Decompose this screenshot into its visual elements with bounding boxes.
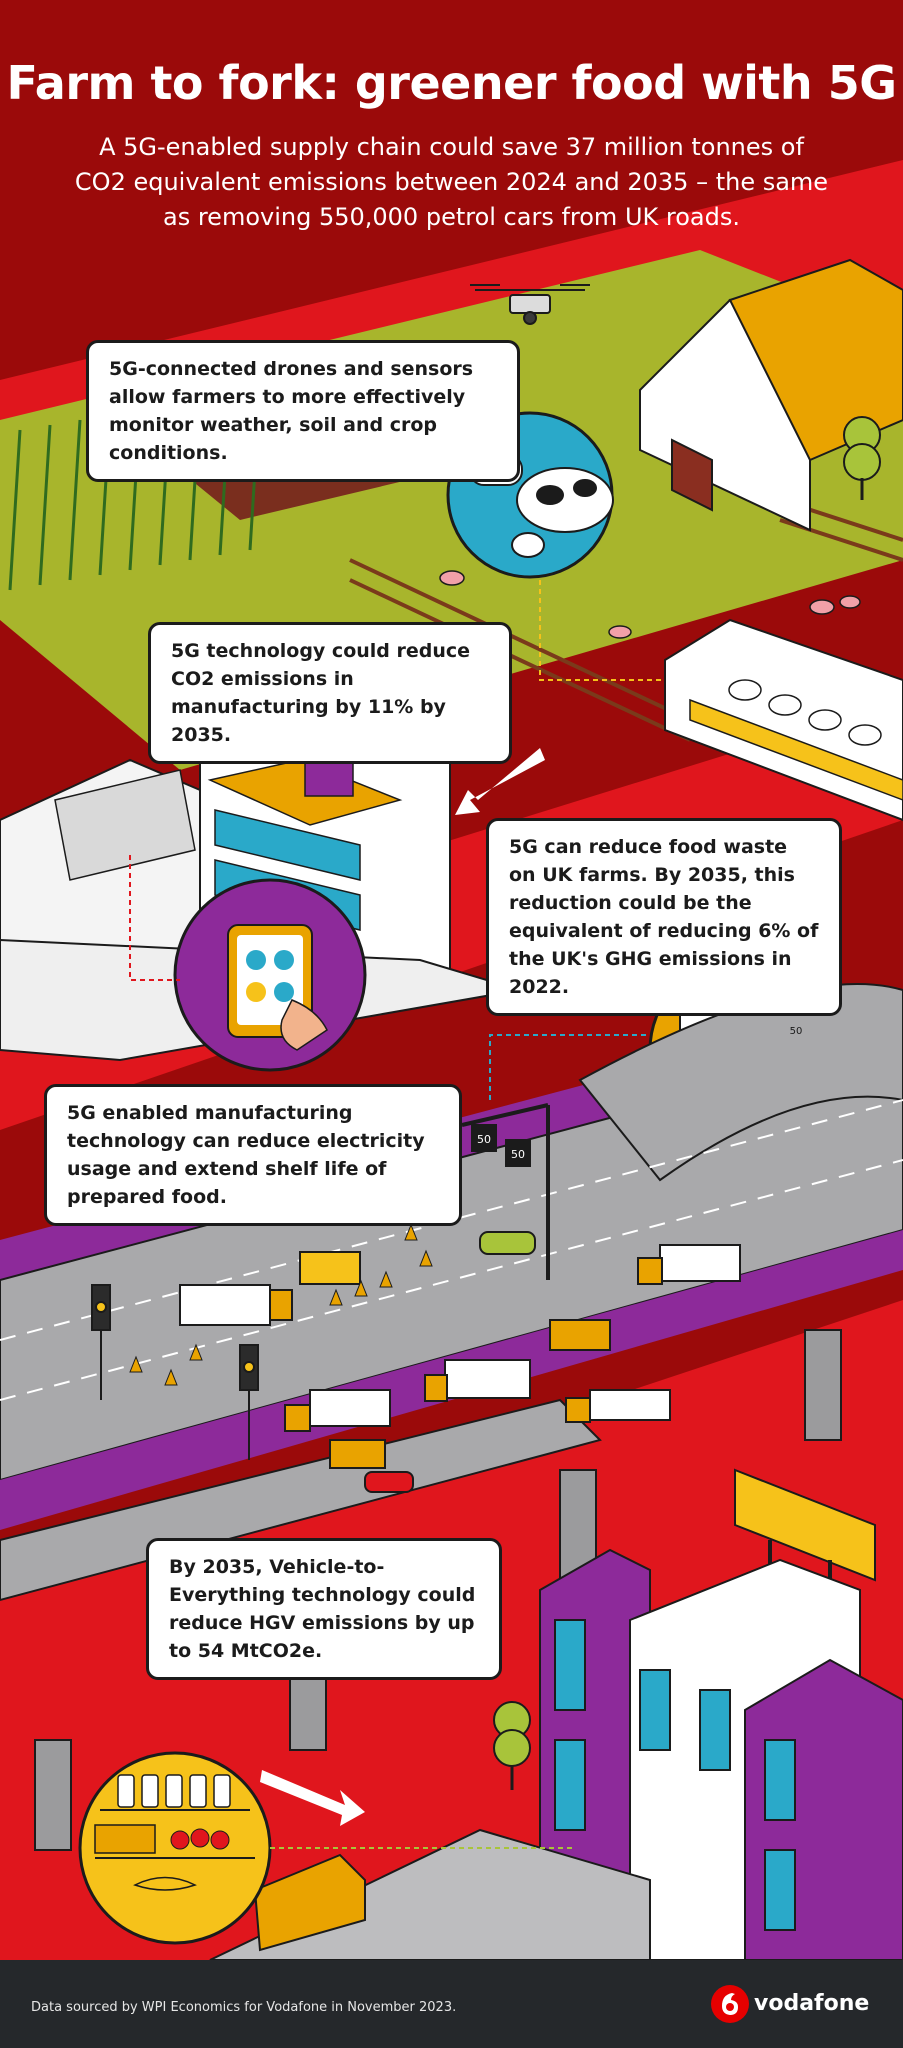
control-screen-speed: 50 [790,1026,803,1037]
barn [639,258,903,532]
speed-sign-2: 50 [511,1148,525,1161]
shelter [253,1853,366,1952]
footer: Data sourced by WPI Economics for Vodafo… [0,1960,903,2048]
data-source-note: Data sourced by WPI Economics for Vodafo… [31,2000,457,2015]
callout-food-waste: 5G can reduce food waste on UK farms. By… [486,818,842,1016]
traffic-lights [91,1284,259,1460]
pigs [439,570,861,639]
city-buildings [539,1548,903,1961]
callout-manufacturing-co2: 5G technology could reduce CO2 emissions… [148,622,512,764]
page-subtitle: A 5G-enabled supply chain could save 37 … [74,133,829,231]
gantry [461,1103,550,1280]
callout-hgv: By 2035, Vehicle-to-Everything technolog… [146,1538,502,1680]
dashed-connectors [129,580,665,1849]
brand-name: vodafone [754,1991,870,2016]
trucks [179,1244,741,1469]
tablet-bubble [173,878,367,1072]
speed-sign-1: 50 [477,1133,491,1146]
callout-drones: 5G-connected drones and sensors allow fa… [86,340,520,482]
supermarket-bubble [78,1751,272,1945]
drone [470,284,590,325]
milking-shed [664,618,903,822]
vodafone-logo[interactable]: vodafone [710,1984,880,2024]
tree [843,416,881,500]
page-title: Farm to fork: greener food with 5G [6,56,897,110]
vodafone-speechmark-icon [711,1985,749,2023]
callout-electricity: 5G enabled manufacturing technology can … [44,1084,462,1226]
traffic-cones [129,1223,433,1386]
city-tree [493,1701,531,1790]
